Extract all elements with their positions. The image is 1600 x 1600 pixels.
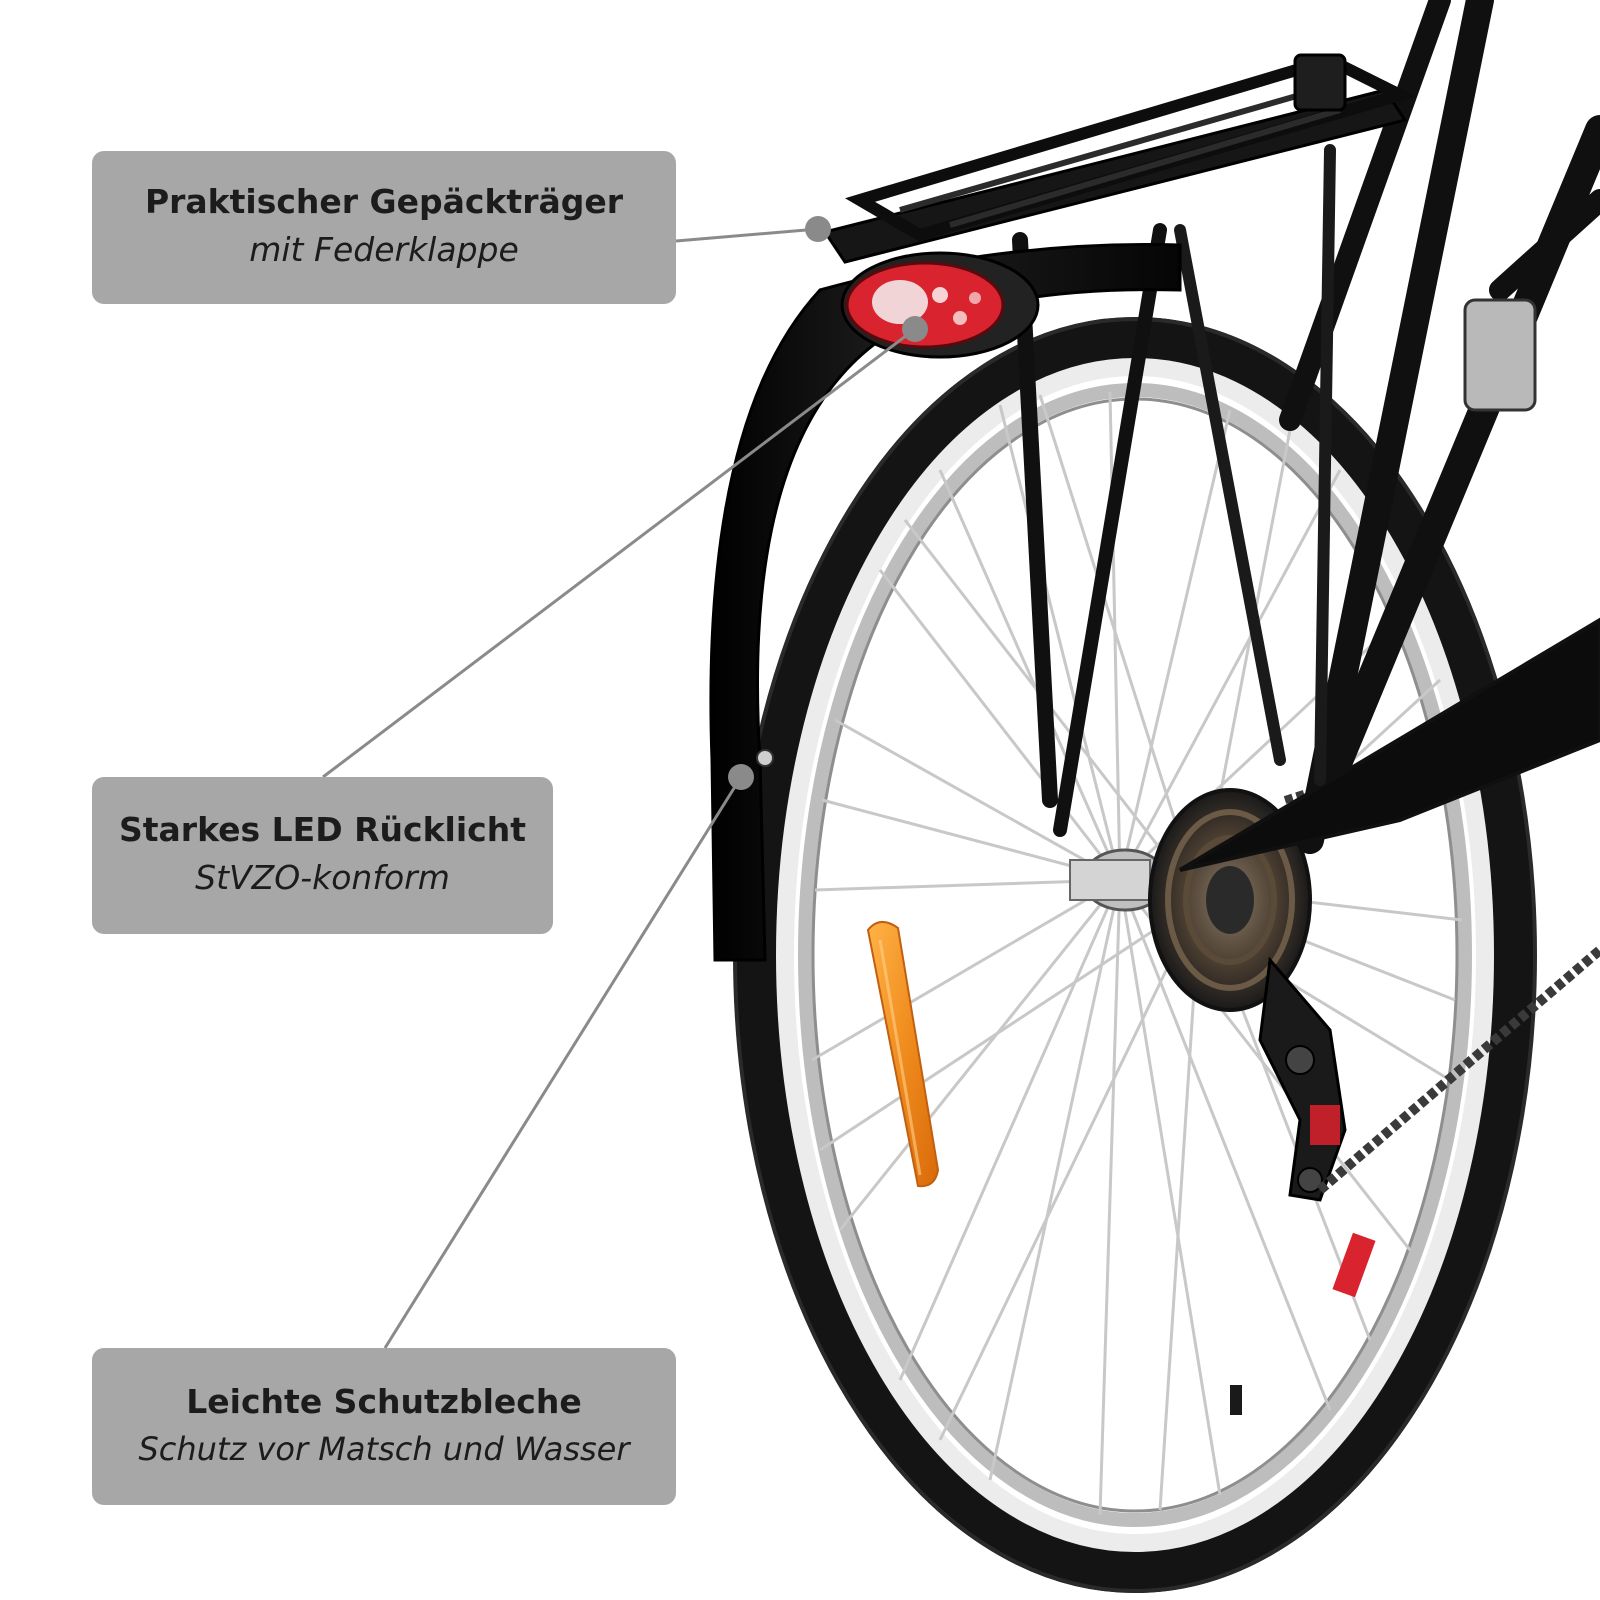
marker-dot-rack <box>805 216 831 242</box>
luggage-rack <box>822 53 1417 264</box>
tail-light <box>840 251 1040 359</box>
derailleur <box>1258 956 1347 1202</box>
callout-subtitle: StVZO-konform <box>195 858 450 898</box>
callout-tail-light: Starkes LED Rücklicht StVZO-konform <box>92 777 553 934</box>
rack-clip <box>1293 53 1347 112</box>
callout-luggage-rack: Praktischer Gepäckträger mit Federklappe <box>92 151 676 304</box>
callout-subtitle: Schutz vor Matsch und Wasser <box>138 1429 630 1468</box>
rim-sticker <box>1332 1232 1376 1298</box>
marker-dot-light <box>902 316 928 342</box>
valve <box>1230 1385 1242 1415</box>
rear-wheel <box>733 317 1600 1593</box>
tire <box>734 317 1536 1593</box>
leader-lines <box>322 227 916 1349</box>
leader-line-rack <box>675 227 819 243</box>
fender <box>709 243 1182 962</box>
callout-title: Leichte Schutzbleche <box>186 1382 582 1422</box>
callout-fenders: Leichte Schutzbleche Schutz vor Matsch u… <box>92 1348 676 1505</box>
marker-dot-fender <box>728 764 754 790</box>
leader-line-light <box>322 327 916 779</box>
spoke-reflector <box>866 921 940 1188</box>
callout-title: Starkes LED Rücklicht <box>119 810 526 850</box>
callout-title: Praktischer Gepäckträger <box>144 182 624 222</box>
leader-line-fender <box>383 776 743 1349</box>
chain <box>1316 946 1600 1194</box>
callout-subtitle: mit Federklappe <box>249 230 519 270</box>
frame <box>1012 0 1600 872</box>
